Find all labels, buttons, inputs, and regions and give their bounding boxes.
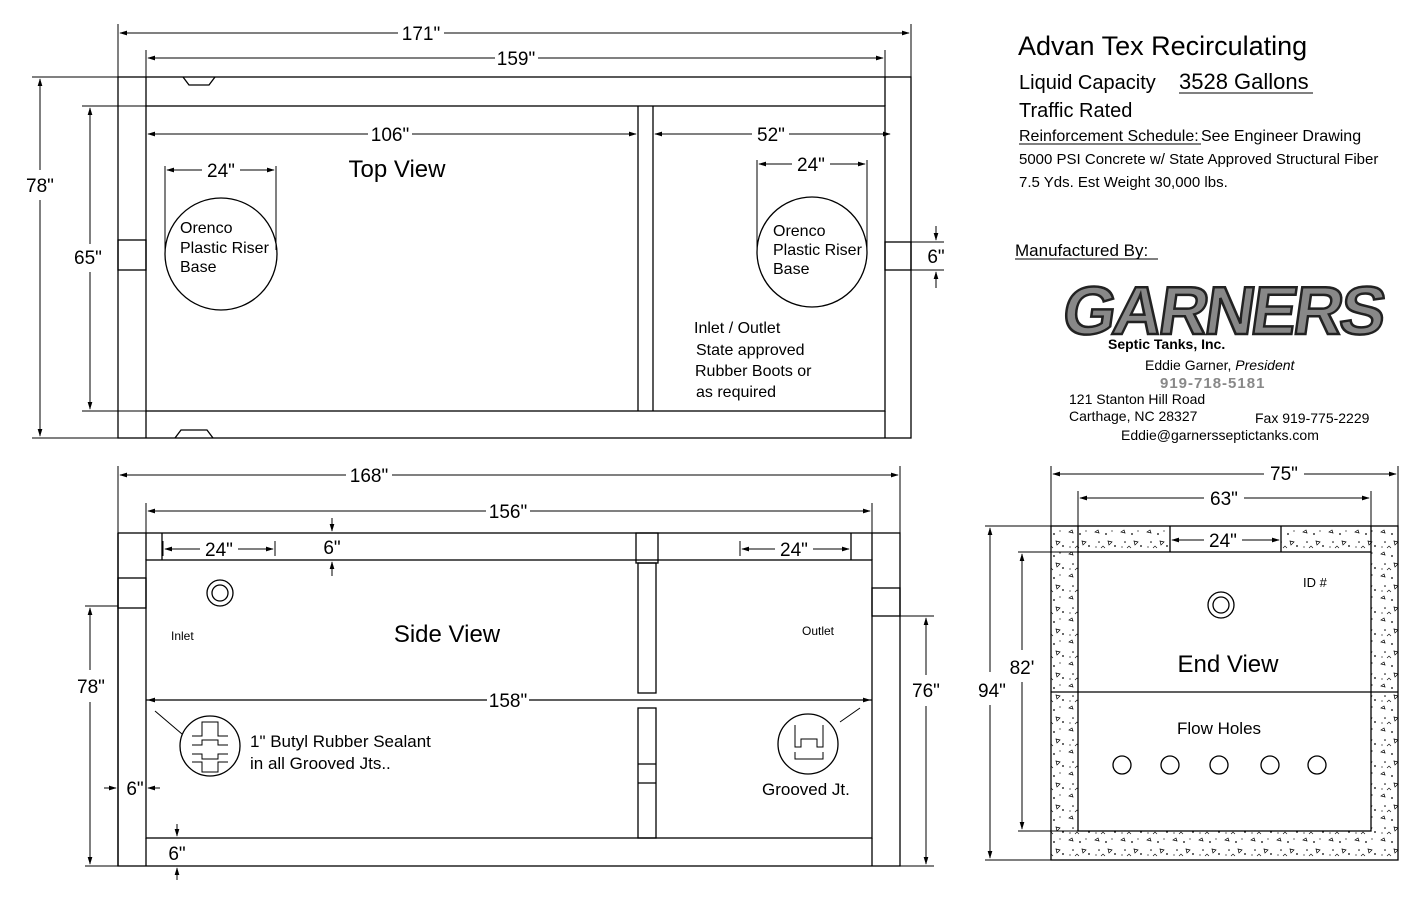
riser-right-line2: Plastic Riser xyxy=(773,242,863,259)
logo-email: Eddie@garnersseptictanks.com xyxy=(1121,427,1319,443)
io-note-line3: Rubber Boots or xyxy=(695,363,812,380)
dim-24-end: 24" xyxy=(1209,531,1237,552)
logo-sub: Septic Tanks, Inc. xyxy=(1108,336,1225,352)
logo-role: President xyxy=(1235,357,1295,373)
dim-65: 65" xyxy=(74,248,102,269)
dim-52: 52" xyxy=(757,125,785,146)
end-view-title: End View xyxy=(1178,651,1280,678)
yardage-weight: 7.5 Yds. Est Weight 30,000 lbs. xyxy=(1019,174,1228,191)
traffic-rated: Traffic Rated xyxy=(1019,100,1132,122)
header-block: Advan Tex Recirculating Liquid Capacity … xyxy=(1015,31,1378,260)
baffle-upper xyxy=(637,562,657,694)
right-pipe-stub xyxy=(884,241,912,271)
riser-right-line3: Base xyxy=(773,261,810,278)
dim-76: 76" xyxy=(912,681,940,702)
sealant-note-line2: in all Grooved Jts.. xyxy=(250,754,391,773)
dim-158: 158" xyxy=(489,691,527,712)
riser-left-line3: Base xyxy=(180,259,217,276)
lift-notch-top xyxy=(182,76,216,86)
flow-hole xyxy=(1160,755,1180,775)
io-note-line1: Inlet / Outlet xyxy=(694,320,781,337)
riser-right-circle xyxy=(756,196,868,308)
logo-person-line: Eddie Garner, President xyxy=(1145,357,1296,373)
end-pipe xyxy=(1207,591,1235,619)
end-outer-outline xyxy=(1050,525,1399,861)
top-view-title: Top View xyxy=(349,156,447,183)
side-view: 168" 156" 24" 24" 6" Inlet Outlet Side V… xyxy=(77,466,940,880)
lift-notch-bottom xyxy=(174,429,214,439)
dim-106: 106" xyxy=(371,125,409,146)
logo-brand: GARNERS xyxy=(1058,273,1388,349)
flow-holes-label: Flow Holes xyxy=(1177,719,1261,738)
dim-168: 168" xyxy=(350,466,388,487)
capacity-value: 3528 Gallons xyxy=(1179,69,1309,94)
dim-24-side-left: 24" xyxy=(205,540,233,561)
dim-6-top: 6" xyxy=(927,247,944,268)
baffle-lower xyxy=(637,707,657,839)
dim-78-top: 78" xyxy=(26,176,54,197)
dim-6-side-left: 6" xyxy=(126,779,143,800)
io-note-line4: as required xyxy=(696,384,776,401)
inlet-pipe xyxy=(206,579,234,607)
capacity-label: Liquid Capacity xyxy=(1019,72,1156,94)
logo-phone: 919-718-5181 xyxy=(1160,375,1265,392)
riser-left-circle xyxy=(164,197,278,311)
side-inner-outline xyxy=(145,559,873,839)
dim-6-side-top: 6" xyxy=(323,538,340,559)
top-view: 171" 159" 106" 52" Top View 24" Orenco P… xyxy=(26,24,945,439)
flow-hole xyxy=(1260,755,1280,775)
logo-person: Eddie Garner, xyxy=(1145,357,1235,373)
riser-left-line2: Plastic Riser xyxy=(180,240,270,257)
flow-hole xyxy=(1307,755,1327,775)
dim-24-side-right: 24" xyxy=(780,540,808,561)
flow-hole xyxy=(1209,755,1229,775)
joint-detail-right xyxy=(777,713,839,775)
reinforcement-label: Reinforcement Schedule: xyxy=(1019,128,1199,145)
garners-logo: GARNERS Septic Tanks, Inc. Eddie Garner,… xyxy=(1057,272,1390,443)
riser-left-line1: Orenco xyxy=(180,220,233,237)
dim-159: 159" xyxy=(497,49,535,70)
logo-address1: 121 Stanton Hill Road xyxy=(1069,391,1205,407)
dim-171: 171" xyxy=(402,24,440,45)
dim-75: 75" xyxy=(1270,464,1298,485)
logo-address2: Carthage, NC 28327 xyxy=(1069,408,1198,424)
io-note-line2: State approved xyxy=(696,342,805,359)
dim-63: 63" xyxy=(1210,489,1238,510)
concrete-spec: 5000 PSI Concrete w/ State Approved Stru… xyxy=(1019,151,1378,168)
end-view: 75" 63" 24" ID # End View Flow Holes 94"… xyxy=(978,464,1399,861)
id-label: ID # xyxy=(1303,575,1328,590)
joint-detail-left xyxy=(179,715,241,777)
riser-right-line1: Orenco xyxy=(773,223,826,240)
dim-6-side-bottom: 6" xyxy=(168,844,185,865)
dim-24-top-left: 24" xyxy=(207,161,235,182)
dim-82: 82' xyxy=(1010,658,1035,679)
outlet-label: Outlet xyxy=(802,624,835,638)
manufactured-by: Manufactured By: xyxy=(1015,241,1148,260)
inlet-label: Inlet xyxy=(171,629,194,643)
sealant-note-line1: 1" Butyl Rubber Sealant xyxy=(250,732,431,751)
side-view-title: Side View xyxy=(394,621,501,648)
reinforcement-value: See Engineer Drawing xyxy=(1201,128,1361,145)
dim-94: 94" xyxy=(978,681,1006,702)
flow-hole xyxy=(1112,755,1132,775)
dim-156: 156" xyxy=(489,502,527,523)
left-pipe-stub xyxy=(117,239,147,271)
grooved-label: Grooved Jt. xyxy=(762,780,850,799)
drawing-title: Advan Tex Recirculating xyxy=(1018,31,1307,61)
logo-fax: Fax 919-775-2229 xyxy=(1255,410,1370,426)
dim-78-side: 78" xyxy=(77,677,105,698)
dim-24-top-right: 24" xyxy=(797,155,825,176)
